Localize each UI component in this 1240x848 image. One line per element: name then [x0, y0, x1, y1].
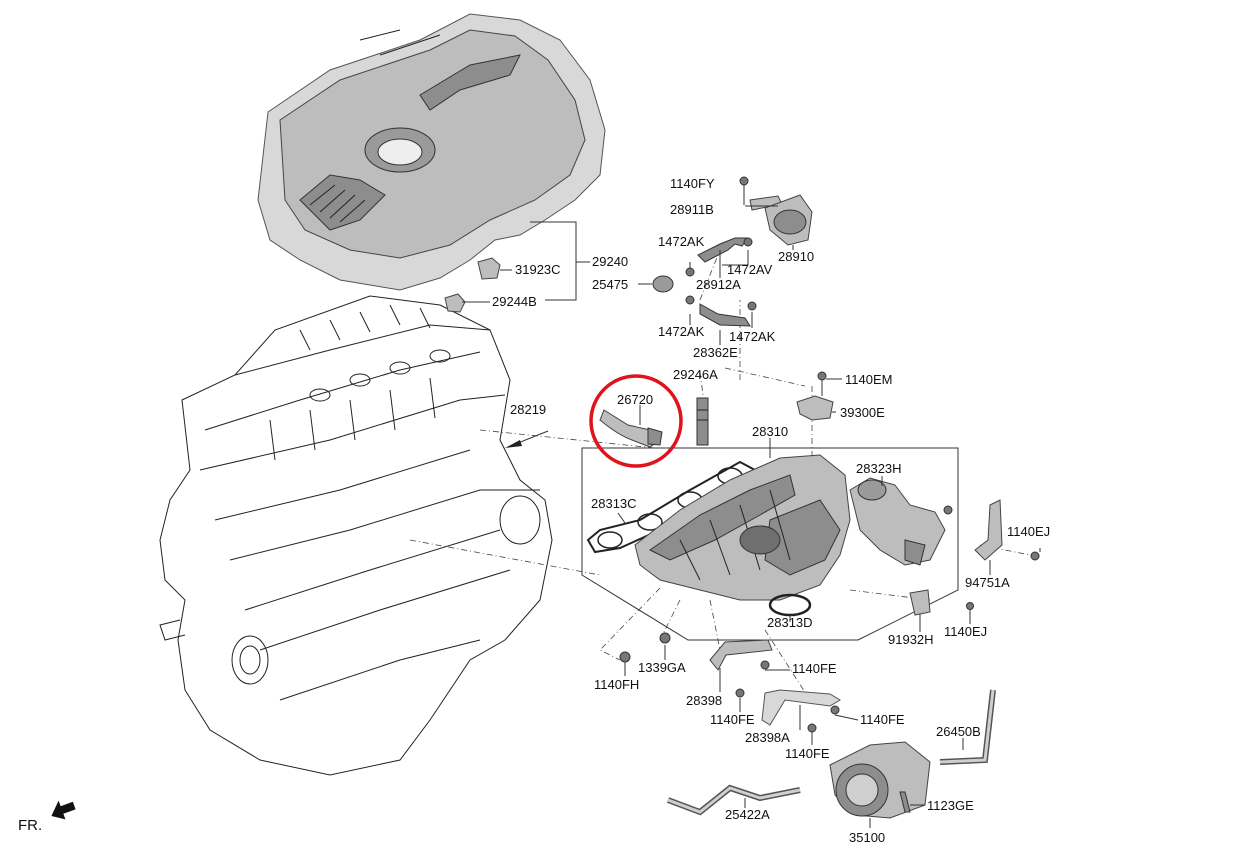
label-front: FR.	[18, 817, 42, 834]
label-1123ge: 1123GE	[927, 798, 974, 813]
label-29240: 29240	[592, 254, 628, 269]
label-29246a: 29246A	[673, 367, 718, 382]
label-28310: 28310	[752, 424, 788, 439]
label-28313c: 28313C	[591, 496, 637, 511]
label-1140fy: 1140FY	[670, 176, 715, 191]
hose-26720	[599, 409, 663, 448]
label-1140ej-1: 1140EJ	[1007, 524, 1050, 539]
label-26450b: 26450B	[936, 724, 981, 739]
label-25475: 25475	[592, 277, 628, 292]
callout-labels: 29240 31923C 29244B 1140FY 28911B 28910 …	[18, 176, 1050, 845]
label-39300e: 39300E	[840, 405, 885, 420]
lower-parts	[444, 257, 996, 819]
sensor-39300e	[796, 371, 834, 421]
label-1140fe-2: 1140FE	[710, 712, 755, 727]
label-94751a: 94751A	[965, 575, 1010, 590]
label-1472ak-3: 1472AK	[729, 329, 776, 344]
actuator-28323h	[849, 477, 953, 566]
label-28313d: 28313D	[767, 615, 813, 630]
highlight-circle-26720	[589, 374, 683, 468]
label-1472ak-1: 1472AK	[658, 234, 705, 249]
label-29244b: 29244B	[492, 294, 537, 309]
label-1140fe-1: 1140FE	[792, 661, 837, 676]
label-91932h: 91932H	[888, 632, 934, 647]
label-28398: 28398	[686, 693, 722, 708]
engine-cover	[257, 13, 606, 291]
label-31923c: 31923C	[515, 262, 561, 277]
intake-manifold	[634, 454, 851, 601]
bracket-94751a	[974, 499, 1040, 561]
label-28911b: 28911B	[670, 202, 714, 217]
label-1140fh: 1140FH	[594, 677, 639, 692]
label-28323h: 28323H	[856, 461, 902, 476]
label-1472ak-2: 1472AK	[658, 324, 705, 339]
engine-block	[159, 295, 553, 776]
label-1472av: 1472AV	[727, 262, 773, 277]
label-28219: 28219	[510, 402, 546, 417]
label-1140em: 1140EM	[845, 372, 892, 387]
sensor-91932h	[909, 589, 974, 616]
purge-valve-group	[652, 176, 813, 327]
label-25422a: 25422A	[725, 807, 770, 822]
fitting-29246a	[696, 397, 709, 446]
label-28398a: 28398A	[745, 730, 790, 745]
label-35100: 35100	[849, 830, 885, 845]
front-arrow-icon	[51, 800, 76, 820]
label-28362e: 28362E	[693, 345, 738, 360]
label-26720: 26720	[617, 392, 653, 407]
label-28912a: 28912A	[696, 277, 741, 292]
label-28910: 28910	[778, 249, 814, 264]
leader-lines	[462, 205, 1041, 828]
label-1140fe-3: 1140FE	[860, 712, 905, 727]
label-1140ej-2: 1140EJ	[944, 624, 987, 639]
assembly-lines	[409, 249, 1031, 701]
label-1339ga: 1339GA	[638, 660, 686, 675]
manifold-group-box	[581, 447, 959, 641]
o-ring-28313d	[768, 593, 812, 617]
label-1140fe-4: 1140FE	[785, 746, 830, 761]
